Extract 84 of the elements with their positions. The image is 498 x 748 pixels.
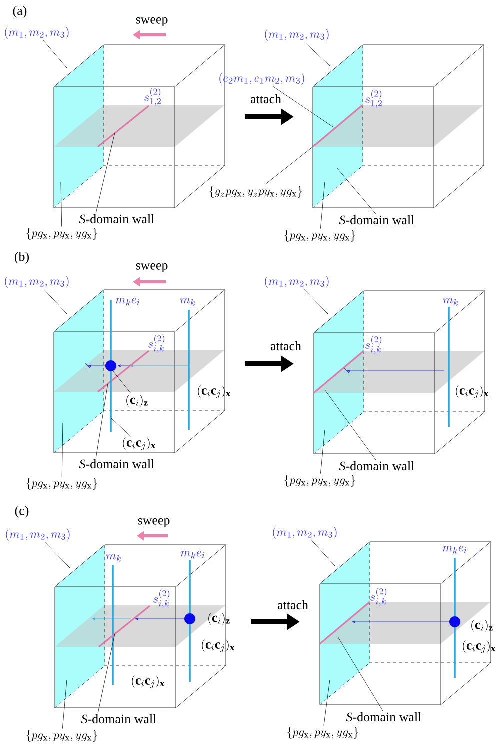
callout-label: $(m_1, m_2, m_3)$ xyxy=(273,527,337,540)
vertical-line xyxy=(110,300,112,432)
callout-label: $\{g_z p g_{\mathrm{x}}, y_z p y_{\mathrm{x}}, y g_{\mathrm{x}}\}$ xyxy=(210,186,302,198)
callout-label: $\{p g_{\mathrm{x}}, p y_{\mathrm{x}}, y g_{\mathrm{x}}\}$ xyxy=(26,730,98,742)
panel-label: (b) xyxy=(14,252,30,264)
leader-line xyxy=(62,680,68,729)
wall-line xyxy=(98,105,150,148)
math-label: $s^{(2)}_{i,k}$ xyxy=(366,336,382,354)
math-label: $m_k e_i$ xyxy=(442,546,467,554)
leader-line xyxy=(338,636,384,712)
leader-line xyxy=(42,40,68,68)
callout-label: $\{p g_{\mathrm{x}}, p y_{\mathrm{x}}, y g_{\mathrm{x}}\}$ xyxy=(284,475,356,487)
leader-line xyxy=(324,390,376,460)
arrow-label: sweep xyxy=(136,264,168,272)
leader-line xyxy=(110,418,132,437)
callout-label: $\{p g_{\mathrm{x}}, p y_{\mathrm{x}}, y g_{\mathrm{x}}\}$ xyxy=(288,727,358,739)
leader-line xyxy=(112,370,132,394)
leader-line xyxy=(304,42,330,66)
callout-label: $(m_1, m_2, m_3)$ xyxy=(6,529,70,542)
leader-line xyxy=(320,430,326,474)
callout-label: S-domain wall xyxy=(79,459,154,469)
callout-label: S-domain wall xyxy=(346,712,422,722)
panel-label: (a) xyxy=(13,6,27,18)
arrow xyxy=(118,364,130,368)
callout-label: $(\mathbf{c}_i\mathbf{c}_j)_{\mathbf{x}}$ xyxy=(123,438,156,450)
math-label: $s^{(2)}_{i,k}$ xyxy=(154,590,170,608)
domain-wall xyxy=(313,45,363,208)
callout-label: S-domain wall xyxy=(339,215,414,225)
leader-line xyxy=(272,86,334,128)
leader-line xyxy=(44,289,68,314)
leader-line xyxy=(324,680,330,726)
math-label: $s^{(2)}_{1,2}$ xyxy=(366,90,382,108)
wall-line xyxy=(98,605,150,648)
math-label: $s^{(2)}_{i,k}$ xyxy=(370,588,386,606)
math-label: $(\mathbf{c}_i\mathbf{c}_j)_{\mathbf{x}}$ xyxy=(456,386,489,398)
leader-line xyxy=(44,542,70,568)
dot xyxy=(184,614,196,624)
arrow xyxy=(135,618,185,620)
wall-line xyxy=(98,350,150,393)
callout-label: $(e_2 m_1, e_1 m_2, m_3)$ xyxy=(220,73,304,86)
callout-label: S-domain wall xyxy=(339,461,414,471)
leader-line xyxy=(264,146,314,185)
arrow xyxy=(88,364,106,368)
domain-wall xyxy=(314,291,364,454)
math-label: $s^{(2)}_{1,2}$ xyxy=(144,88,161,106)
leader-line xyxy=(96,384,108,458)
math-label: $(\mathbf{c}_i\mathbf{c}_j)_{\mathbf{x}}$ xyxy=(132,676,165,688)
math-label: $s^{(2)}_{i,k}$ xyxy=(148,334,164,354)
math-label: $m_k e_i$ xyxy=(116,298,140,306)
math-label: $(\mathbf{c}_i\mathbf{c}_j)_{\mathbf{x}}$ xyxy=(198,386,231,398)
callout-label: S-domain wall xyxy=(79,214,154,224)
callout-label: $(m_1, m_2, m_3)$ xyxy=(5,27,69,40)
domain-wall xyxy=(54,290,104,453)
leader-line xyxy=(62,422,64,477)
math-label: $m_k e_i$ xyxy=(180,551,205,559)
leader-line xyxy=(304,289,328,314)
leader-line xyxy=(320,182,326,229)
leader-line xyxy=(98,634,116,714)
wall-line xyxy=(312,104,364,148)
callout-label: $(m_1, m_2, m_3)$ xyxy=(265,29,329,42)
panel-label: (c) xyxy=(15,506,29,518)
callout-label: $\{p g_{\mathrm{x}}, p y_{\mathrm{x}}, y g_{\mathrm{x}}\}$ xyxy=(26,478,98,490)
dot xyxy=(450,616,460,628)
domain-wall xyxy=(54,45,104,208)
math-label: $(\mathbf{c}_i)_{\mathbf{z}}$ xyxy=(208,613,230,626)
callout-label: $(\mathbf{c}_i)_{\mathbf{z}}$ xyxy=(126,395,148,408)
callout-label: S-domain wall xyxy=(81,714,156,724)
leader-line xyxy=(96,132,116,214)
math-label: $(\mathbf{c}_i)_{\mathbf{z}}$ xyxy=(472,620,493,632)
leader-line xyxy=(311,540,336,566)
callout-label: $(m_1, m_2, m_3)$ xyxy=(265,276,329,288)
domain-wall xyxy=(320,542,370,705)
math-label: $m_k$ xyxy=(443,298,458,306)
wall-line xyxy=(319,601,370,645)
leader-line xyxy=(336,168,376,214)
callout-label: $\{p g_{\mathrm{x}}, p y_{\mathrm{x}}, y g_{\mathrm{x}}\}$ xyxy=(284,230,356,242)
math-label: $m_k$ xyxy=(180,298,196,306)
callout-label: $(m_1, m_2, m_3)$ xyxy=(5,276,69,288)
arrow xyxy=(352,620,450,624)
wall-line xyxy=(313,350,364,394)
domain-wall xyxy=(55,545,105,708)
arrow xyxy=(92,618,132,620)
callout-label: $\{p g_{\mathrm{x}}, p y_{\mathrm{x}}, y g_{\mathrm{x}}\}$ xyxy=(26,228,98,240)
leader-line xyxy=(60,182,62,227)
